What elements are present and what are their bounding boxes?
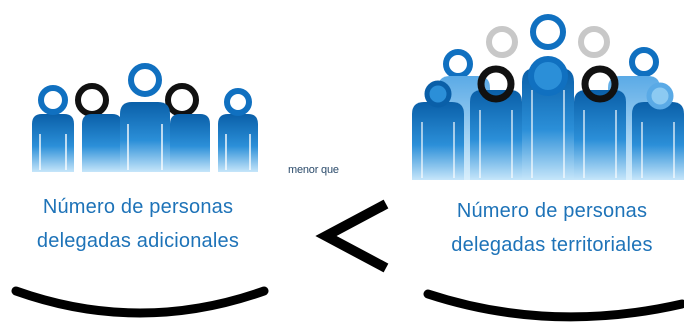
left-label-line2: delegadas adicionales — [36, 230, 240, 252]
left-label-line1: Número de personas — [42, 196, 234, 218]
left-group-label: Número de personas delegadas adicionales — [18, 190, 258, 258]
bracket-curve-icon — [11, 286, 269, 318]
bracket-curve-icon — [423, 289, 684, 322]
right-group-label: Número de personas delegadas territorial… — [420, 194, 684, 262]
right-label-line2: delegadas territoriales — [451, 234, 653, 256]
people-group-icon — [412, 14, 684, 180]
people-group-icon — [32, 63, 258, 172]
comparison-text: menor que — [288, 164, 339, 176]
right-label-line1: Número de personas — [456, 200, 648, 222]
less-than-icon — [315, 199, 389, 273]
